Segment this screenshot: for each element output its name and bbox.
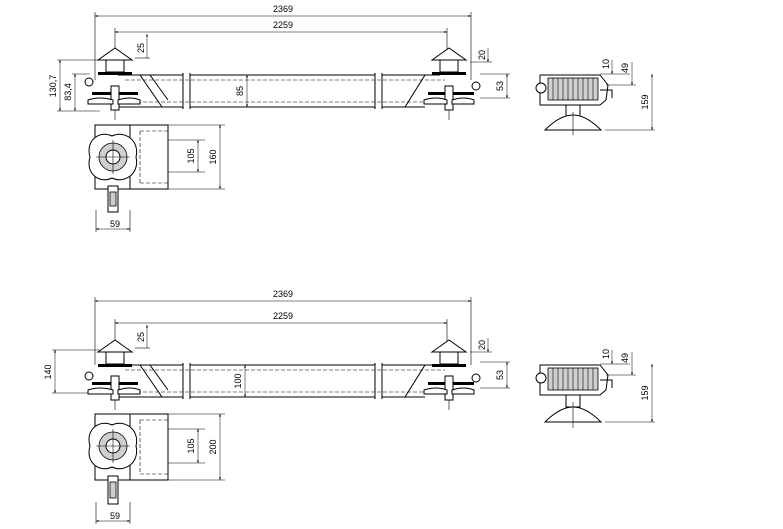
dim-text-end-height: 159 — [640, 94, 650, 109]
end-view: 10 49 159 — [535, 349, 655, 428]
dimension-top-offset: 25 — [135, 325, 150, 349]
dim-text-detail-outer: 200 — [208, 439, 218, 454]
dim-text-beam-height: 85 — [235, 86, 245, 96]
dim-text-overall-length: 2369 — [273, 4, 293, 14]
right-clamp — [423, 47, 481, 120]
dimension-left-height: 140 — [43, 349, 100, 394]
dim-text-top-offset: 25 — [136, 43, 146, 53]
dimension-left-heights: 130,7 83,4 — [48, 59, 100, 112]
beam-side-view: 85 — [118, 73, 445, 109]
dim-text-inner-length: 2259 — [273, 20, 293, 30]
dim-text-detail-width: 59 — [110, 511, 120, 521]
dim-text-beam-height: 100 — [233, 373, 243, 388]
dim-text-end-height: 159 — [640, 385, 650, 400]
lower-assembly: 2369 2259 25 140 — [43, 289, 655, 524]
dimension-inner-length: 2259 — [114, 20, 448, 62]
plan-detail: 59 105 160 — [88, 124, 225, 232]
dim-text-detail-outer: 160 — [208, 149, 218, 164]
dim-text-total-height: 130,7 — [48, 75, 58, 98]
dim-text-detail-width: 59 — [110, 219, 120, 229]
left-clamp — [84, 47, 141, 120]
dimension-overall-length: 2369 — [94, 4, 472, 80]
dimension-overall-length: 2369 — [94, 289, 472, 365]
dim-text-right-offset: 20 — [477, 340, 487, 350]
dim-text-end-mid: 49 — [620, 353, 630, 363]
end-view: 10 49 159 — [535, 59, 655, 135]
dim-text-detail-inner: 105 — [186, 438, 196, 453]
right-clamp — [423, 339, 481, 410]
left-clamp — [84, 339, 141, 410]
dim-text-right-height: 53 — [495, 370, 505, 380]
dimension-top-offset: 25 — [135, 34, 150, 59]
dim-text-overall-length: 2369 — [273, 289, 293, 299]
dim-text-top-offset: 25 — [136, 332, 146, 342]
beam-side-view: 100 — [118, 363, 445, 399]
dim-text-inner-height: 83,4 — [63, 83, 73, 101]
dim-text-end-mid: 49 — [620, 63, 630, 73]
dim-text-end-small: 10 — [601, 59, 611, 69]
dimension-right: 20 53 — [470, 338, 510, 389]
upper-assembly: 2369 2259 25 130,7 83,4 — [48, 4, 655, 232]
dim-text-right-height: 53 — [495, 81, 505, 91]
dim-text-end-small: 10 — [601, 349, 611, 359]
plan-detail: 59 105 200 — [88, 413, 225, 524]
dim-text-total-height: 140 — [43, 364, 53, 379]
dim-text-detail-inner: 105 — [186, 148, 196, 163]
dim-text-inner-length: 2259 — [273, 311, 293, 321]
dimension-inner-length: 2259 — [114, 311, 448, 352]
dim-text-right-offset: 20 — [477, 50, 487, 60]
dimension-right: 20 53 — [470, 48, 510, 99]
